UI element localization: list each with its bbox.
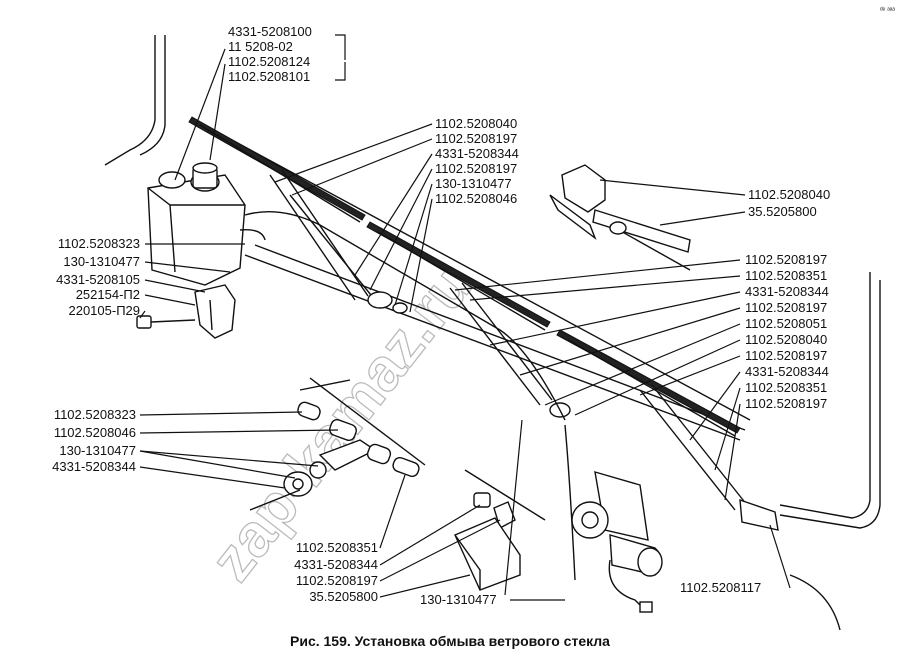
label-lw-4: 1102.5208197 [435, 161, 517, 176]
label-rc-9: 1102.5208351 [745, 380, 827, 395]
label-mu-1: 1102.5208040 [748, 187, 830, 202]
label-bottom-center: 130-1310477 [420, 592, 497, 607]
label-mu-2: 35.5205800 [748, 204, 817, 219]
label-db-4: 35.5205800 [309, 589, 378, 604]
label-left-4: 252154-П2 [76, 287, 140, 302]
washer-reservoir [147, 162, 246, 286]
label-dl-3: 130-1310477 [59, 443, 136, 458]
label-left-5: 220105-П29 [68, 303, 140, 318]
label-rc-4: 1102.5208197 [745, 300, 827, 315]
cab-outline [104, 35, 881, 631]
label-db-2: 4331-5208344 [294, 557, 378, 572]
label-rc-10: 1102.5208197 [745, 396, 827, 411]
label-lw-6: 1102.5208046 [435, 191, 517, 206]
labels-detail-bottom: 1102.5208351 4331-5208344 1102.5208197 3… [294, 540, 378, 604]
washer-hoses [239, 210, 576, 581]
label-rc-7: 1102.5208197 [745, 348, 827, 363]
label-rc-1: 1102.5208197 [745, 252, 827, 267]
label-left-2: 130-1310477 [63, 254, 140, 269]
wiper-motor-lower [571, 471, 663, 613]
reservoir-bracket [136, 284, 236, 339]
label-dl-2: 1102.5208046 [54, 425, 136, 440]
label-rc-6: 1102.5208040 [745, 332, 827, 347]
label-rc-5: 1102.5208051 [745, 316, 827, 331]
label-db-3: 1102.5208197 [296, 573, 378, 588]
figure-caption: Рис. 159. Установка обмыва ветрового сте… [290, 633, 610, 649]
wiper-motor-upper [549, 164, 691, 271]
labels-right-column: 1102.5208197 1102.5208351 4331-5208344 1… [745, 252, 829, 411]
labels-left-side: 1102.5208323 130-1310477 4331-5208105 25… [56, 236, 140, 318]
label-lw-3: 4331-5208344 [435, 146, 519, 161]
label-rc-3: 4331-5208344 [745, 284, 829, 299]
labels-reservoir: 4331-5208100 11 5208-02 1102.5208124 110… [228, 24, 312, 84]
detail-bracket-exploded [454, 469, 546, 591]
label-left-1: 1102.5208323 [58, 236, 140, 251]
labels-left-wiper: 1102.5208040 1102.5208197 4331-5208344 1… [435, 116, 519, 206]
label-lw-5: 130-1310477 [435, 176, 512, 191]
label-lw-2: 1102.5208197 [435, 131, 517, 146]
corner-mark: ᵈᵉ ᵃᵃᵃ [880, 7, 895, 14]
label-rc-2: 1102.5208351 [745, 268, 827, 283]
label-rc-8: 4331-5208344 [745, 364, 829, 379]
label-dl-1: 1102.5208323 [54, 407, 136, 422]
leader-lines [139, 34, 791, 601]
label-lw-1: 1102.5208040 [435, 116, 517, 131]
label-db-1: 1102.5208351 [296, 540, 378, 555]
label-reservoir-1: 4331-5208100 [228, 24, 312, 39]
labels-detail-left: 1102.5208323 1102.5208046 130-1310477 43… [52, 407, 136, 474]
label-left-3: 4331-5208105 [56, 272, 140, 287]
label-reservoir-4: 1102.5208101 [228, 69, 310, 84]
label-bottom-right: 1102.5208117 [680, 580, 761, 595]
left-wiper [188, 116, 408, 314]
label-reservoir-2: 11 5208-02 [228, 39, 293, 54]
labels-motor-upper: 1102.5208040 35.5205800 [748, 187, 830, 219]
label-reservoir-3: 1102.5208124 [228, 54, 310, 69]
label-dl-4: 4331-5208344 [52, 459, 136, 474]
